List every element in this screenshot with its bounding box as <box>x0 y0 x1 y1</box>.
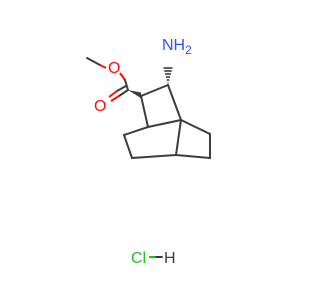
bond-carbonyl-2b <box>108 90 118 98</box>
bond-carbonyl-2a <box>116 85 127 92</box>
bond-ester-o-c <box>119 72 126 81</box>
bond-c3-c4 <box>167 84 182 121</box>
bond-c4-c5 <box>180 119 211 135</box>
bond-methyl-o <box>99 64 107 69</box>
wedge-bond-c2-ester <box>128 90 142 99</box>
bond-ester-o-c-2 <box>124 79 129 91</box>
amine-label: NH2 <box>162 37 192 57</box>
carbonyl-oxygen-label: O <box>94 98 106 115</box>
bond-carbonyl-1a <box>118 89 129 97</box>
bond-c8-c9 <box>123 134 133 159</box>
amine-symbol: NH <box>162 37 185 54</box>
hydrogen-label: H <box>164 250 176 267</box>
ester-oxygen-label: O <box>108 60 120 77</box>
bond-c7-c8 <box>131 154 177 159</box>
chlorine-label: Cl <box>131 250 146 267</box>
hashed-bond-c3-amine <box>163 67 173 84</box>
bond-methyl-c <box>86 57 101 66</box>
bond-carbonyl-1b <box>110 95 120 102</box>
bond-c2-c1 <box>140 95 149 128</box>
amine-subscript: 2 <box>185 43 192 57</box>
chemical-structure: O O NH2 Cl H <box>86 37 211 267</box>
bond-c6-c7 <box>175 154 211 159</box>
bond-c7-c4 <box>175 119 182 156</box>
bond-c9-c1 <box>123 126 149 136</box>
bond-c2-c3 <box>140 84 169 97</box>
bond-c1-c4 <box>147 119 182 128</box>
